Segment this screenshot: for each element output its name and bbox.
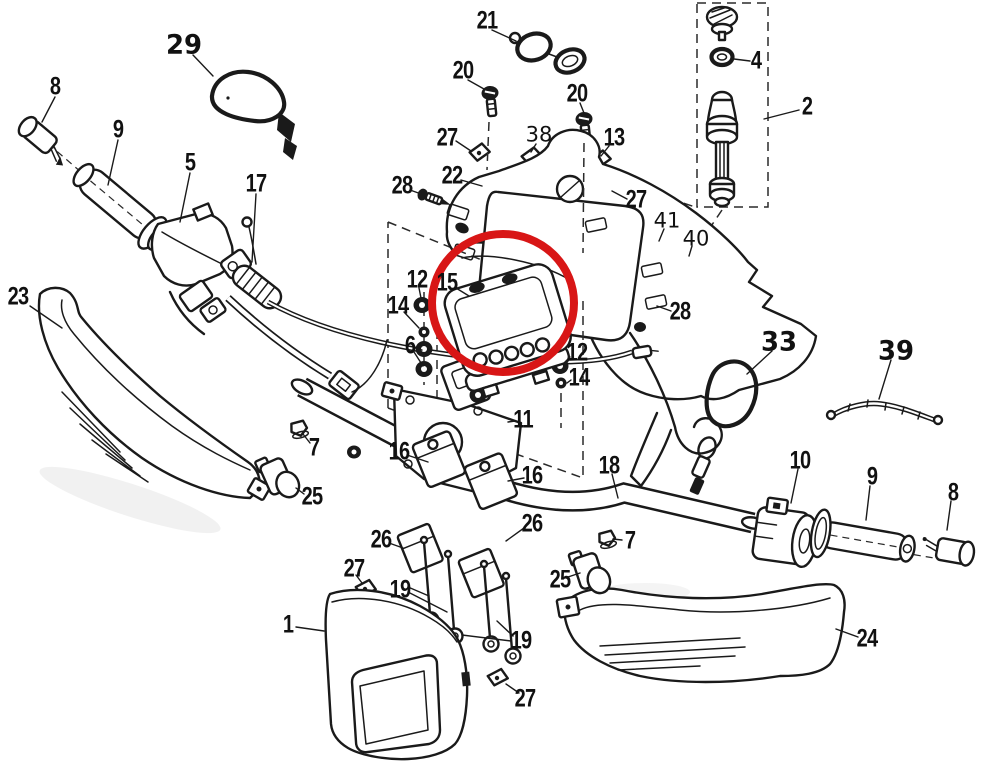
part-clamp-25-left xyxy=(254,456,301,499)
part-front-cover-1 xyxy=(324,588,471,761)
part-cable-adjuster-17 xyxy=(231,216,283,310)
axis-dashed-lines xyxy=(486,121,585,478)
part-mirror-33 xyxy=(689,359,759,495)
part-clip-27-topleft xyxy=(468,142,491,162)
part-throttle-housing-10 xyxy=(751,496,819,569)
part-screw-28-left xyxy=(417,188,451,206)
part-switch-assembly-5 xyxy=(150,202,253,336)
part-bar-end-8-right xyxy=(922,537,976,567)
part-grommet-21 xyxy=(508,31,587,75)
part-cable-39 xyxy=(825,399,944,426)
wire-harness xyxy=(225,295,388,401)
part-clamp-16-left xyxy=(411,430,467,489)
part-clip-27-bottomright xyxy=(486,667,509,687)
part-bar-end-8-left xyxy=(17,115,64,166)
part-ring-4 xyxy=(709,46,735,68)
leader-lines xyxy=(29,29,952,694)
part-screw-20-left xyxy=(481,85,499,118)
part-clamp-26-right xyxy=(457,547,505,599)
part-grip-9-right xyxy=(809,508,916,563)
part-clamp-26-left xyxy=(396,522,444,574)
highlight-circle xyxy=(428,230,578,376)
ignition-dashed-box xyxy=(696,2,769,208)
part-mirror-29 xyxy=(209,69,297,160)
part-nut-7-right xyxy=(598,529,618,550)
part-handguard-23-left xyxy=(37,286,272,501)
part-ignition-switch-2 xyxy=(705,5,739,208)
part-handguard-24-right xyxy=(555,583,846,684)
part-clamp-16-right xyxy=(463,452,519,511)
part-nut-7-left xyxy=(290,419,310,440)
part-clamp-25-right xyxy=(567,550,612,595)
